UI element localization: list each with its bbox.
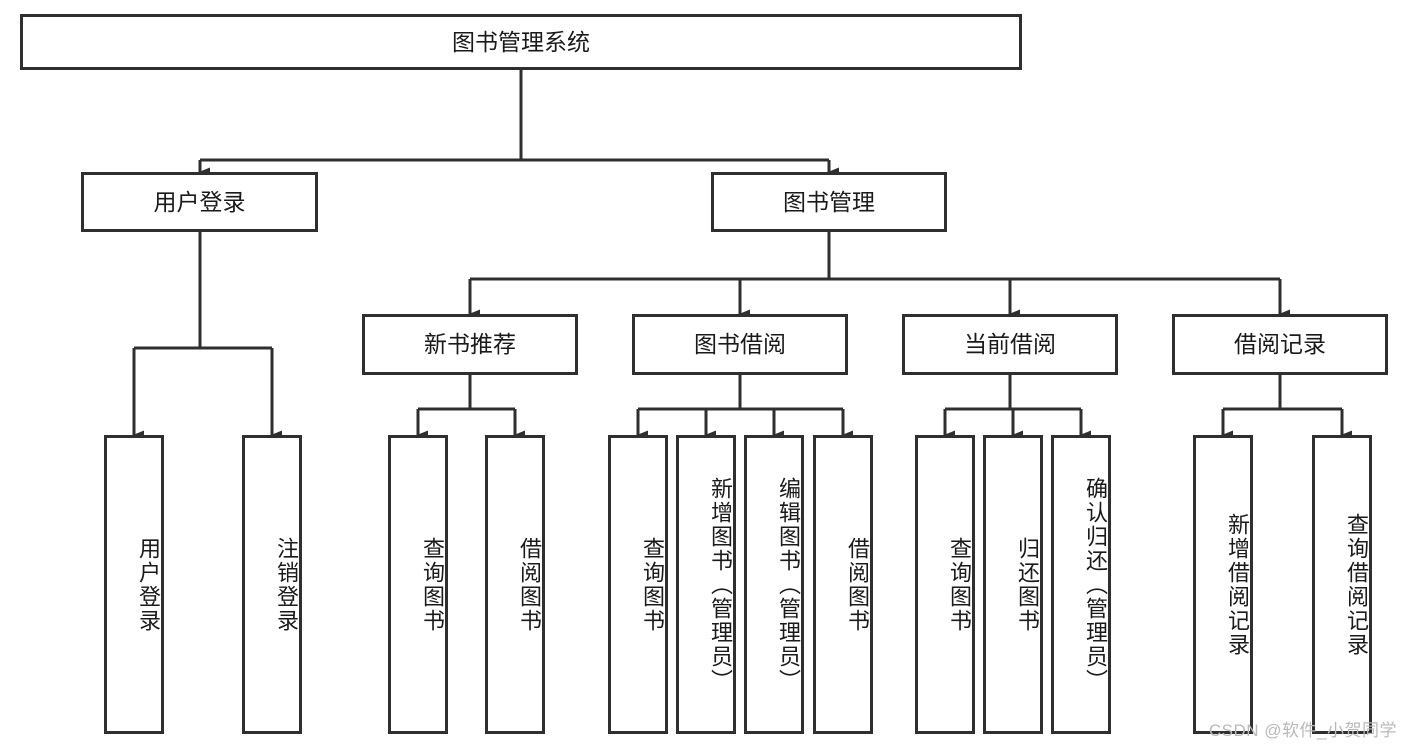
node-leaf-return-book: 归还图书 xyxy=(983,435,1043,734)
node-leaf-add-book-admin: 新增图书（管理员） xyxy=(676,435,736,734)
node-label: 图书管理系统 xyxy=(452,28,590,55)
node-label: 查询图书 xyxy=(420,536,445,633)
node-book-management: 图书管理 xyxy=(711,172,947,232)
node-leaf-query-book-recommend: 查询图书 xyxy=(388,435,448,734)
node-leaf-query-book-borrow: 查询图书 xyxy=(608,435,668,734)
node-label: 借阅图书 xyxy=(517,536,542,633)
node-new-book-recommend: 新书推荐 xyxy=(362,314,578,375)
node-label: 用户登录 xyxy=(136,536,161,633)
node-label: 查询图书 xyxy=(640,536,665,633)
node-label: 编辑图书（管理员） xyxy=(776,476,801,693)
node-label: 确认归还（管理员） xyxy=(1083,476,1108,693)
node-user-login: 用户登录 xyxy=(81,172,318,232)
node-leaf-user-logout: 注销登录 xyxy=(242,435,302,734)
node-leaf-user-login: 用户登录 xyxy=(104,435,164,734)
node-label: 注销登录 xyxy=(274,536,299,633)
node-label: 借阅记录 xyxy=(1234,331,1326,358)
node-current-borrow: 当前借阅 xyxy=(902,314,1118,375)
node-label: 新增图书（管理员） xyxy=(708,476,733,693)
node-root: 图书管理系统 xyxy=(20,14,1022,70)
node-label: 新书推荐 xyxy=(424,331,516,358)
node-label: 新增借阅记录 xyxy=(1225,512,1250,657)
node-leaf-borrow-book: 借阅图书 xyxy=(813,435,873,734)
node-leaf-add-borrow-record: 新增借阅记录 xyxy=(1193,435,1253,734)
node-leaf-edit-book-admin: 编辑图书（管理员） xyxy=(744,435,804,734)
node-label: 归还图书 xyxy=(1015,536,1040,633)
node-leaf-query-book-current: 查询图书 xyxy=(915,435,975,734)
node-leaf-confirm-return-admin: 确认归还（管理员） xyxy=(1051,435,1111,734)
node-leaf-query-borrow-record: 查询借阅记录 xyxy=(1312,435,1372,734)
node-label: 用户登录 xyxy=(153,188,246,215)
node-label: 图书借阅 xyxy=(694,331,786,358)
node-label: 当前借阅 xyxy=(964,331,1056,358)
node-borrow-record: 借阅记录 xyxy=(1172,314,1388,375)
node-label: 查询借阅记录 xyxy=(1344,512,1369,657)
node-label: 查询图书 xyxy=(947,536,972,633)
node-label: 借阅图书 xyxy=(845,536,870,633)
node-label: 图书管理 xyxy=(783,188,875,215)
watermark: CSDN @软件_小贺同学 xyxy=(1208,721,1397,740)
node-book-borrow: 图书借阅 xyxy=(632,314,848,375)
node-leaf-borrow-book-recommend: 借阅图书 xyxy=(485,435,545,734)
